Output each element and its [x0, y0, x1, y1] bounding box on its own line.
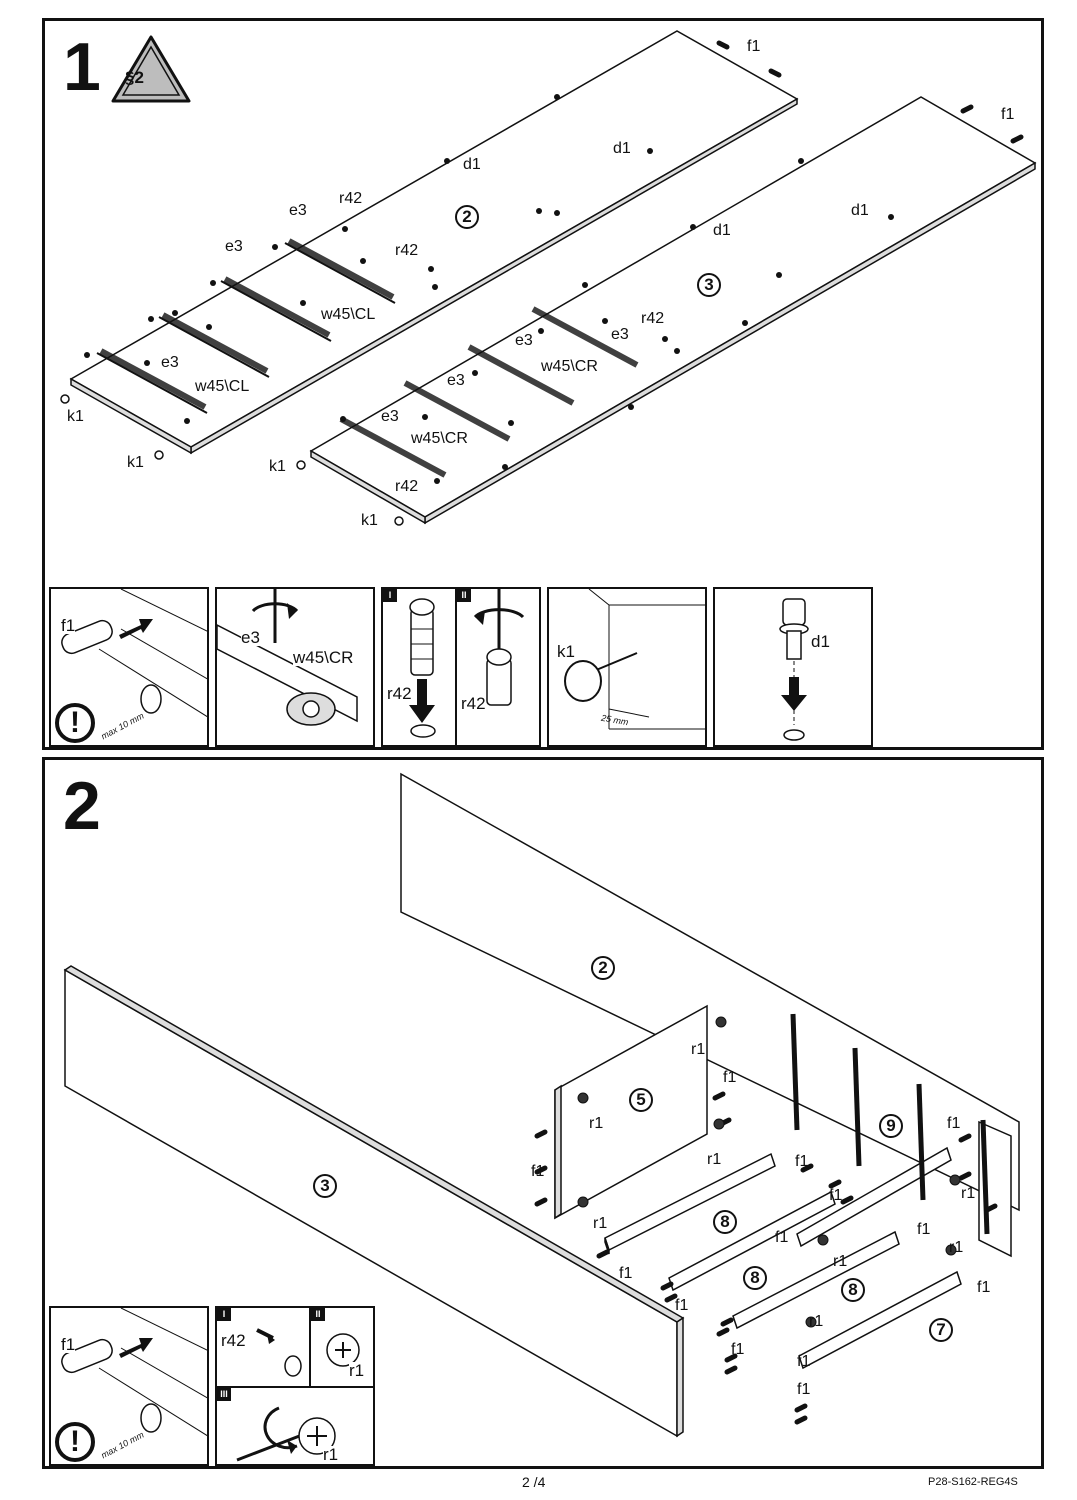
step-1-panel: 1 §2 [42, 18, 1044, 750]
label-f1: f1 [775, 1229, 789, 1246]
label-k1: k1 [127, 454, 144, 471]
label-r42: r42 [387, 684, 412, 703]
step-badge: §2 [125, 68, 144, 87]
label-f1: f1 [917, 1221, 931, 1238]
label-k1: k1 [269, 458, 286, 475]
label-d1: d1 [463, 156, 481, 173]
label-r1: r1 [707, 1151, 722, 1168]
inset-cam-lock: e3 w45\CR [215, 587, 375, 747]
part-number-8: 8 [841, 1278, 865, 1302]
sub-step-1-badge: I [217, 1308, 231, 1321]
label-r1: r1 [349, 1361, 365, 1380]
warning-triangle-icon [111, 35, 191, 103]
inset-dowel: f1 ! max 10 mm [49, 587, 209, 747]
label-e3: e3 [447, 372, 465, 389]
label-r1: r1 [323, 1445, 339, 1464]
part-number-8: 8 [743, 1266, 767, 1290]
label-e3: e3 [289, 202, 307, 219]
label-k1: k1 [67, 408, 84, 425]
sub-step-1-badge: I [383, 589, 397, 602]
label-r42: r42 [395, 242, 419, 259]
warning-icon: ! [55, 1422, 95, 1462]
label-k1: k1 [557, 642, 575, 661]
part-number-9: 9 [879, 1114, 903, 1138]
label-f1: f1 [531, 1163, 545, 1180]
label-f1: f1 [731, 1341, 745, 1358]
label-w45-cr: w45\CR [411, 430, 468, 447]
part-number-5: 5 [629, 1088, 653, 1112]
label-r1: r1 [961, 1185, 976, 1202]
label-f1: f1 [795, 1153, 809, 1170]
label-r42: r42 [395, 478, 419, 495]
sub-step-3-badge: III [217, 1388, 231, 1401]
inset-dowel: f1 ! max 10 mm [49, 1306, 209, 1466]
label-r42: r42 [339, 190, 363, 207]
label-e3: e3 [161, 354, 179, 371]
label-e3: e3 [241, 628, 260, 647]
label-f1: f1 [797, 1381, 811, 1398]
step-2-diagram [63, 772, 1020, 1438]
label-f1: f1 [797, 1353, 811, 1370]
label-w45-cr: w45\CR [293, 648, 354, 667]
label-f1: f1 [947, 1115, 961, 1132]
label-f1: f1 [675, 1297, 689, 1314]
label-r1: r1 [589, 1115, 604, 1132]
label-f1: f1 [977, 1279, 991, 1296]
label-r1: r1 [809, 1313, 824, 1330]
label-r42: r42 [221, 1331, 246, 1350]
label-f1: f1 [619, 1265, 633, 1282]
label-d1: d1 [613, 140, 631, 157]
warning-icon: ! [55, 703, 95, 743]
label-d1: d1 [851, 202, 869, 219]
sub-step-2-badge: II [457, 589, 471, 602]
label-e3: e3 [515, 332, 533, 349]
label-d1: d1 [713, 222, 731, 239]
label-w45-cr: w45\CR [541, 358, 598, 375]
label-r1: r1 [691, 1041, 706, 1058]
label-r1: r1 [593, 1215, 608, 1232]
label-r42: r42 [641, 310, 665, 327]
label-r1: r1 [833, 1253, 848, 1270]
label-k1: k1 [361, 512, 378, 529]
sub-step-2-badge: II [311, 1308, 325, 1321]
label-f1: f1 [1001, 106, 1015, 123]
label-f1: f1 [723, 1069, 737, 1086]
label-w45-cl: w45\CL [321, 306, 376, 323]
label-f1: f1 [747, 38, 761, 55]
part-number-2: 2 [455, 205, 479, 229]
page-number: 2 /4 [522, 1474, 546, 1490]
step-number: 1 [63, 29, 101, 105]
document-code: P28-S162-REG4S [928, 1476, 1018, 1488]
label-r1: r1 [949, 1239, 964, 1256]
step-1-diagram [60, 30, 1037, 526]
label-e3: e3 [381, 408, 399, 425]
part-number-3: 3 [313, 1174, 337, 1198]
part-number-7: 7 [929, 1318, 953, 1342]
label-f1: f1 [61, 616, 76, 635]
label-w45-cl: w45\CL [195, 378, 250, 395]
part-number-8: 8 [713, 1210, 737, 1234]
part-number-3: 3 [697, 273, 721, 297]
part-number-2: 2 [591, 956, 615, 980]
label-e3: e3 [225, 238, 243, 255]
label-f1: f1 [829, 1187, 843, 1204]
label-d1: d1 [811, 632, 830, 651]
inset-pin: k1 25 mm [547, 587, 707, 747]
label-r42: r42 [461, 694, 486, 713]
inset-cam-fitting: I II III r42 r1 r1 [215, 1306, 375, 1466]
inset-bolt: I II r42 r42 [381, 587, 541, 747]
step-2-panel: 2 [42, 757, 1044, 1469]
label-f1: f1 [61, 1335, 76, 1354]
step-number: 2 [63, 768, 101, 844]
label-e3: e3 [611, 326, 629, 343]
inset-peg: d1 [713, 587, 873, 747]
